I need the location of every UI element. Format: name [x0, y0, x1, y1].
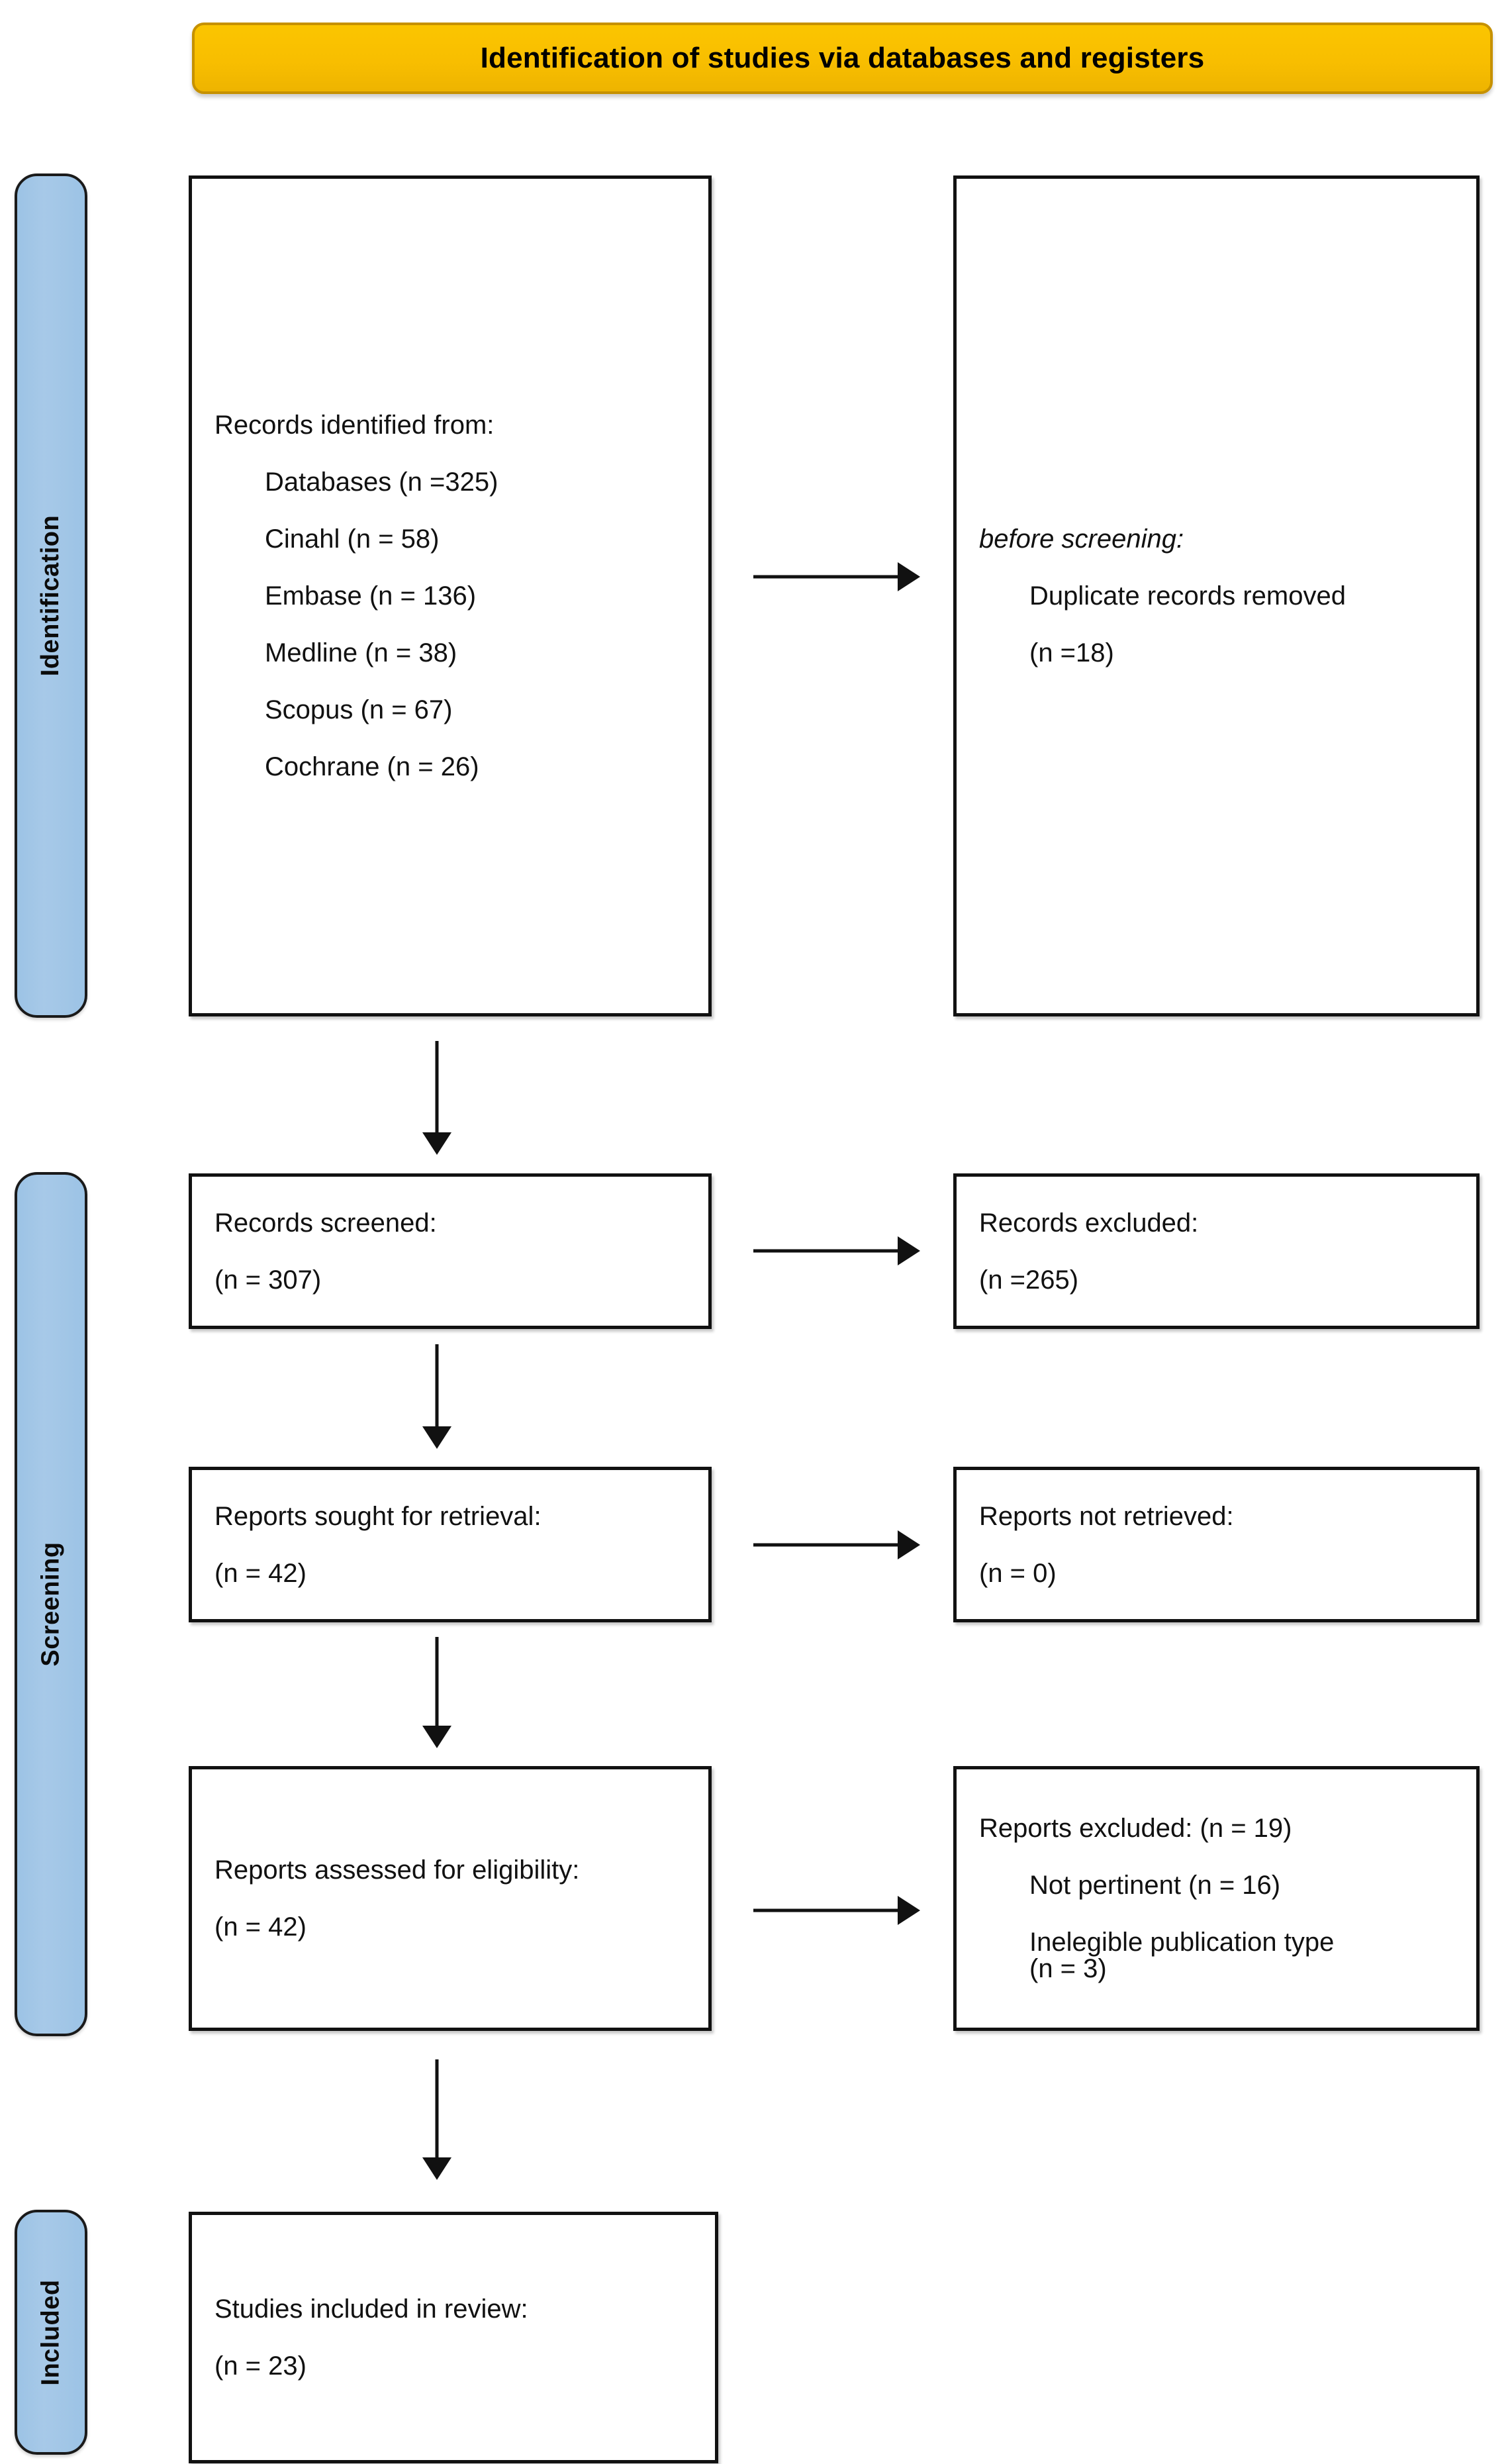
box-reports-not-retrieved: Reports not retrieved: (n = 0)	[953, 1467, 1480, 1622]
studies-included-heading: Studies included in review:	[214, 2294, 528, 2324]
reports-sought-heading: Reports sought for retrieval:	[214, 1501, 542, 1531]
stage-label-identification: Identification	[15, 173, 87, 1018]
box-records-screened: Records screened: (n = 307)	[189, 1173, 712, 1329]
arrow-to-studies-included-icon	[422, 2059, 452, 2180]
arrow-to-duplicates-icon	[753, 562, 920, 592]
box-records-identified: Records identified from: Databases (n =3…	[189, 175, 712, 1016]
records-screened-heading: Records screened:	[214, 1208, 437, 1238]
records-identified-item-medline: Medline (n = 38)	[265, 638, 457, 667]
box-duplicate-records-removed: before screening: Duplicate records remo…	[953, 175, 1480, 1016]
duplicates-line: Duplicate records removed	[1029, 581, 1346, 611]
records-excluded-count: (n =265)	[979, 1265, 1079, 1295]
records-identified-heading: Records identified from:	[214, 411, 495, 440]
records-identified-item-cochrane: Cochrane (n = 26)	[265, 752, 479, 781]
diagram-banner: Identification of studies via databases …	[192, 23, 1493, 94]
duplicates-count: (n =18)	[1029, 638, 1114, 667]
arrow-to-reports-excluded-icon	[753, 1895, 920, 1926]
records-identified-item-scopus: Scopus (n = 67)	[265, 695, 453, 724]
reports-assessed-heading: Reports assessed for eligibility:	[214, 1855, 580, 1885]
reports-sought-count: (n = 42)	[214, 1558, 307, 1588]
box-records-excluded: Records excluded: (n =265)	[953, 1173, 1480, 1329]
studies-included-count: (n = 23)	[214, 2351, 307, 2381]
arrow-to-records-screened-icon	[422, 1041, 452, 1155]
arrow-to-reports-not-retrieved-icon	[753, 1530, 920, 1560]
records-identified-item-embase: Embase (n = 136)	[265, 581, 477, 611]
records-screened-count: (n = 307)	[214, 1265, 322, 1295]
reports-excluded-reason-not-pertinent: Not pertinent (n = 16)	[1029, 1871, 1281, 1900]
reports-not-retrieved-count: (n = 0)	[979, 1558, 1057, 1588]
arrow-to-reports-sought-icon	[422, 1344, 452, 1449]
arrow-to-records-excluded-icon	[753, 1236, 920, 1266]
stage-label-included: Included	[15, 2210, 87, 2455]
stage-label-included-text: Included	[36, 2279, 65, 2386]
reports-assessed-count: (n = 42)	[214, 1912, 307, 1942]
records-excluded-heading: Records excluded:	[979, 1208, 1199, 1238]
records-identified-item-databases: Databases (n =325)	[265, 468, 498, 497]
duplicates-heading: before screening:	[979, 524, 1184, 554]
records-identified-item-cinahl: Cinahl (n = 58)	[265, 524, 440, 554]
reports-excluded-reason-inelegible-count: (n = 3)	[1029, 1954, 1107, 1983]
arrow-to-reports-assessed-icon	[422, 1637, 452, 1748]
box-reports-assessed-for-eligibility: Reports assessed for eligibility: (n = 4…	[189, 1766, 712, 2031]
stage-label-identification-text: Identification	[36, 515, 65, 677]
reports-not-retrieved-heading: Reports not retrieved:	[979, 1501, 1234, 1531]
stage-label-screening-text: Screening	[36, 1542, 65, 1667]
reports-excluded-reason-inelegible: Inelegible publication type	[1029, 1928, 1335, 1957]
stage-label-screening: Screening	[15, 1172, 87, 2036]
banner-title: Identification of studies via databases …	[480, 42, 1205, 74]
box-reports-sought-for-retrieval: Reports sought for retrieval: (n = 42)	[189, 1467, 712, 1622]
reports-excluded-heading: Reports excluded: (n = 19)	[979, 1814, 1292, 1843]
box-studies-included-in-review: Studies included in review: (n = 23)	[189, 2212, 718, 2463]
box-reports-excluded: Reports excluded: (n = 19) Not pertinent…	[953, 1766, 1480, 2031]
